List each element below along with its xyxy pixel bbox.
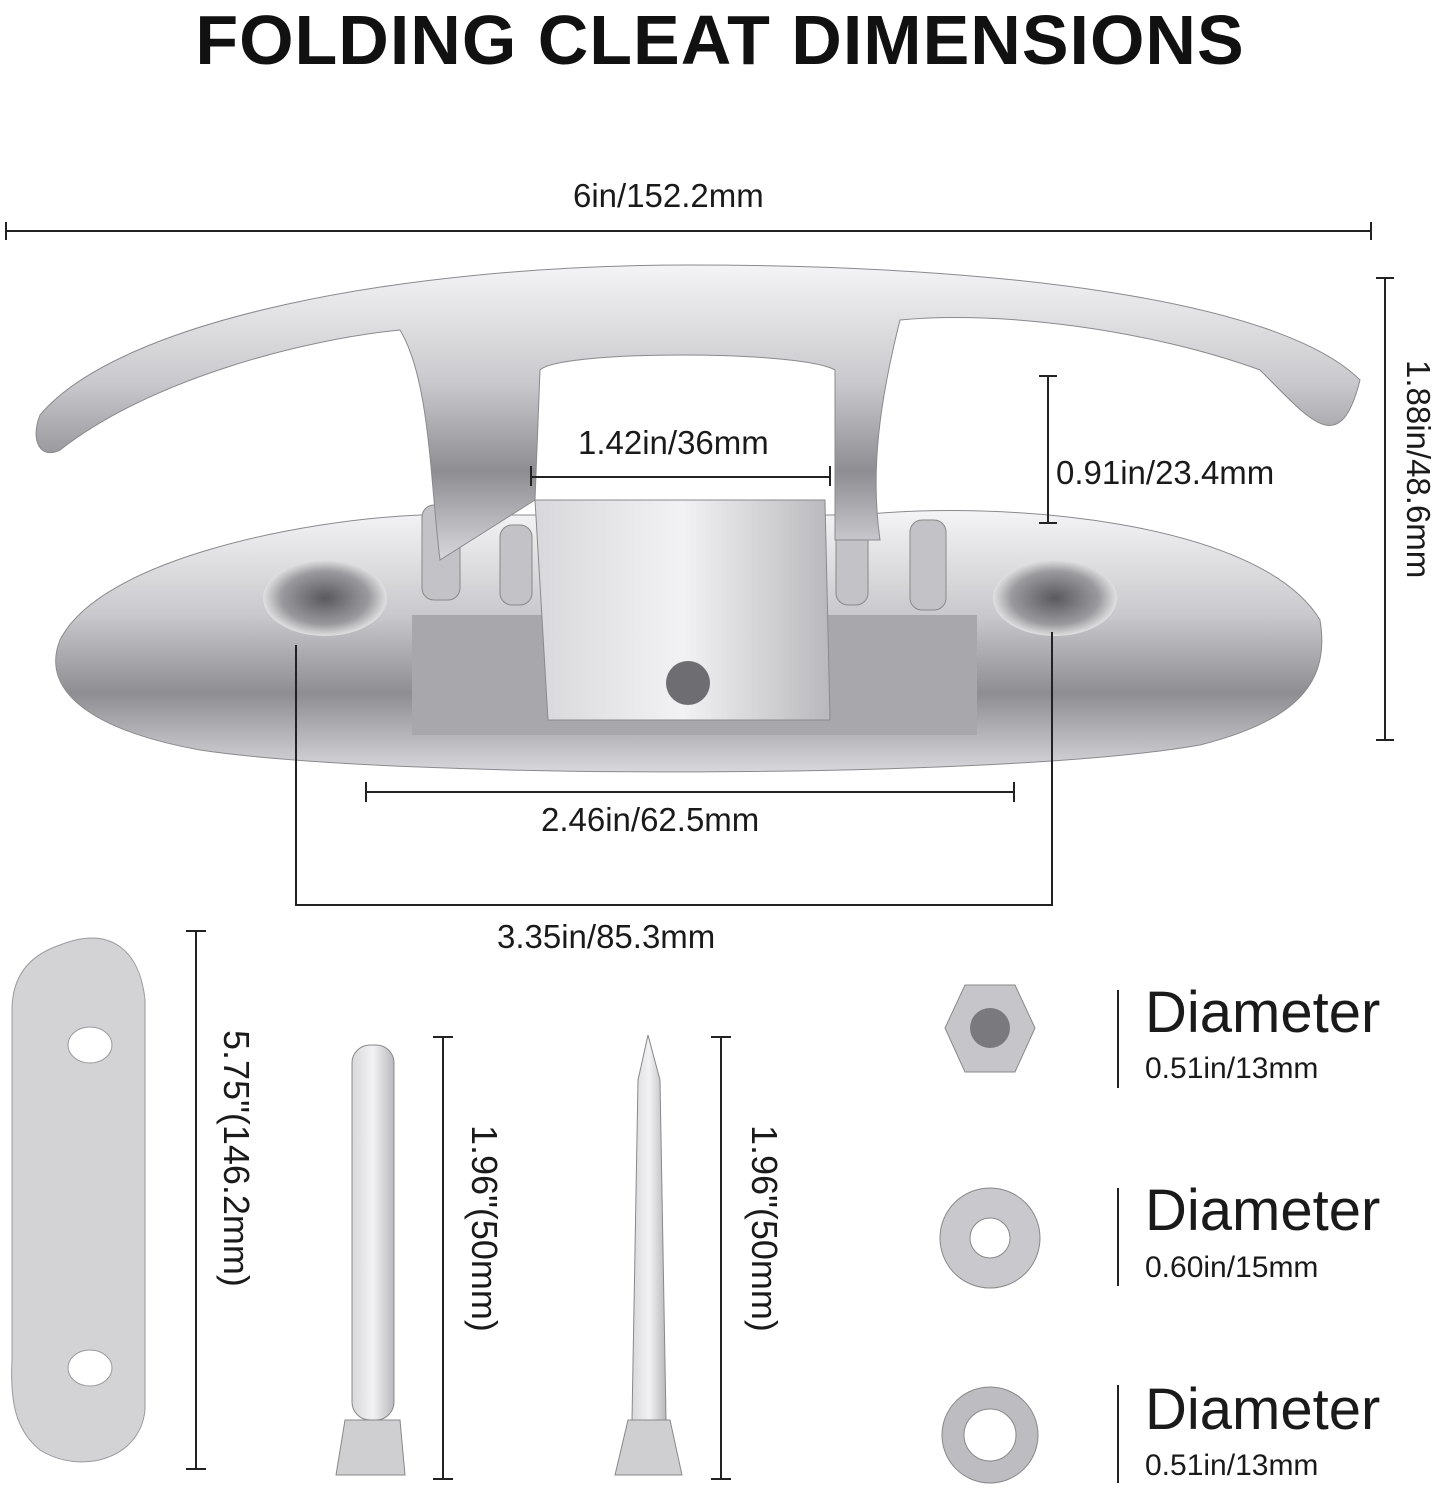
inner-opening-line: [530, 476, 830, 478]
nut-diameter-value: 0.51in/13mm: [1145, 1052, 1319, 1085]
horn-clearance-label: 0.91in/23.4mm: [1056, 454, 1275, 491]
bolt-length-label: 1.96"(50mm): [464, 1125, 505, 1332]
backing-plate: [11, 937, 146, 1463]
dimension-tick: [711, 1036, 731, 1038]
hole-spacing-left-line: [295, 645, 297, 906]
screw-length-label: 1.96"(50mm): [744, 1125, 785, 1332]
screw-length-line: [720, 1036, 722, 1480]
dimension-tick: [5, 222, 7, 240]
dimension-tick: [1013, 782, 1015, 802]
hole-spacing-line: [295, 904, 1053, 906]
hole-spacing-label: 3.35in/85.3mm: [497, 918, 716, 955]
cleat-horn: [35, 264, 1361, 561]
dimension-tick: [1376, 277, 1394, 279]
dimension-tick: [433, 1478, 453, 1480]
machine-bolt: [335, 1044, 406, 1476]
base-slot-line: [365, 791, 1015, 793]
dimension-tick: [1376, 739, 1394, 741]
dimension-tick: [530, 466, 532, 486]
plate-length-line: [195, 930, 197, 1470]
lock-washer-diameter-value: 0.51in/13mm: [1145, 1449, 1319, 1482]
inner-opening-label: 1.42in/36mm: [578, 424, 769, 461]
dimension-tick: [186, 930, 206, 932]
dimension-tick: [365, 782, 367, 802]
dimension-tick: [711, 1478, 731, 1480]
lock-washer-divider: [1117, 1385, 1119, 1483]
washer-divider: [1117, 1188, 1119, 1286]
dimension-tick: [829, 466, 831, 486]
nut-divider: [1117, 990, 1119, 1088]
overall-height-label: 1.88in/48.6mm: [1400, 360, 1437, 579]
dimension-tick: [186, 1468, 206, 1470]
overall-height-line: [1384, 277, 1386, 740]
dimension-tick: [1039, 522, 1057, 524]
plate-length-label: 5.75"(146.2mm): [216, 1030, 257, 1287]
bolt-length-line: [442, 1036, 444, 1480]
page-title: FOLDING CLEAT DIMENSIONS: [195, 1, 1245, 79]
nut-diameter-heading: Diameter: [1145, 980, 1381, 1045]
washer-diameter-value: 0.60in/15mm: [1145, 1251, 1319, 1284]
hex-nut: [944, 984, 1036, 1073]
base-slot-label: 2.46in/62.5mm: [541, 801, 760, 838]
washer-diameter-heading: Diameter: [1145, 1178, 1381, 1243]
overall-length-label: 6in/152.2mm: [573, 177, 764, 214]
dimension-tick: [1370, 222, 1372, 240]
dimension-tick: [433, 1036, 453, 1038]
flat-washer: [939, 1187, 1041, 1289]
hole-spacing-right-line: [1051, 632, 1053, 906]
dimension-tick: [1039, 375, 1057, 377]
wood-screw: [614, 1034, 683, 1476]
lock-washer-diameter-heading: Diameter: [1145, 1377, 1381, 1442]
cleat-base: [55, 499, 1323, 773]
horn-clearance-line: [1047, 375, 1049, 523]
overall-length-line: [5, 230, 1372, 232]
lock-washer: [941, 1386, 1039, 1484]
